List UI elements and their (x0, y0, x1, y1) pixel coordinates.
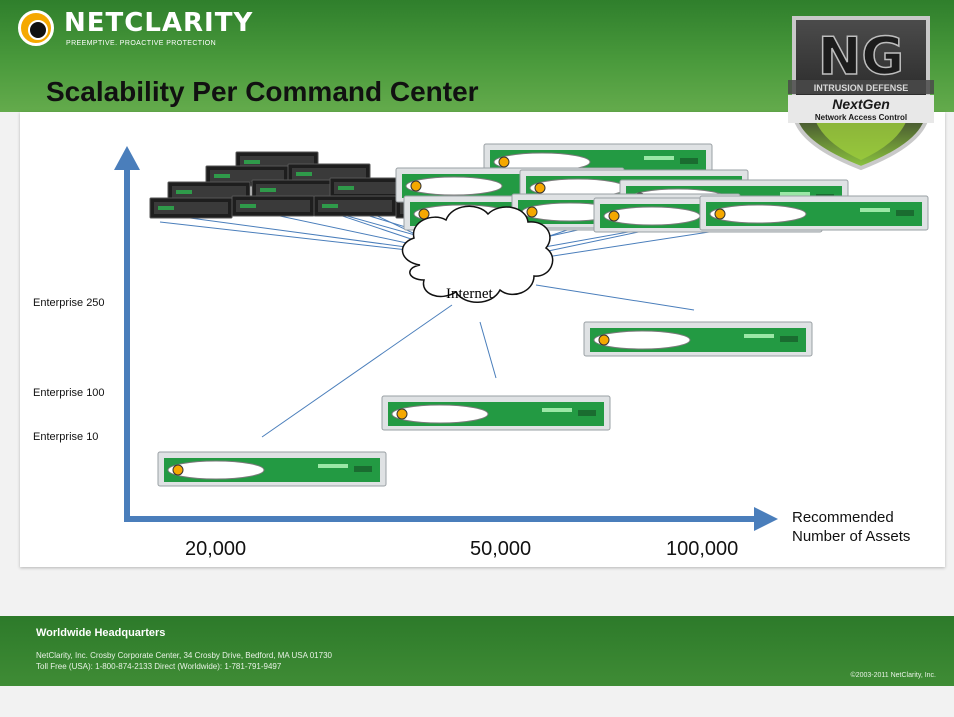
brand-name: NETCLARITY (64, 8, 254, 38)
y-label-enterprise-100: Enterprise 100 (33, 387, 105, 399)
badge-line3: Network Access Control (815, 113, 907, 122)
badge-letters: NG (818, 27, 904, 87)
slide-title: Scalability Per Command Center (46, 76, 479, 107)
brand-tagline: PREEMPTIVE. PROACTIVE PROTECTION (66, 40, 217, 47)
server-enterprise-250 (583, 321, 813, 357)
x-axis-label: Recommended Number of Assets (792, 508, 910, 546)
badge-line1: INTRUSION DEFENSE (814, 83, 909, 93)
footer-address: NetClarity, Inc. Crosby Corporate Center… (36, 651, 332, 660)
footer-heading: Worldwide Headquarters (36, 627, 166, 639)
x-tick-20000: 20,000 (185, 538, 247, 560)
cloud-label: Internet (446, 286, 493, 302)
netclarity-logo-icon (18, 10, 54, 46)
footer-phones: Toll Free (USA): 1-800-874-2133 Direct (… (36, 662, 282, 671)
y-label-enterprise-10: Enterprise 10 (33, 431, 99, 443)
x-tick-100000: 100,000 (666, 538, 739, 560)
x-axis (124, 507, 778, 531)
y-label-enterprise-250: Enterprise 250 (33, 297, 105, 309)
server-enterprise-10 (157, 451, 387, 487)
y-axis (114, 146, 140, 520)
internet-cloud: Internet (401, 205, 554, 303)
nextgen-nac-badge: NG INTRUSION DEFENSE NextGen Network Acc… (788, 16, 934, 171)
footer-banner (0, 616, 954, 686)
footer-copyright: ©2003-2011 NetClarity, Inc. (850, 672, 936, 679)
x-tick-50000: 50,000 (470, 538, 532, 560)
badge-line2: NextGen (832, 96, 890, 112)
server-enterprise-100 (381, 395, 611, 431)
x-axis-label-line1: Recommended (792, 509, 894, 526)
x-axis-label-line2: Number of Assets (792, 528, 911, 545)
